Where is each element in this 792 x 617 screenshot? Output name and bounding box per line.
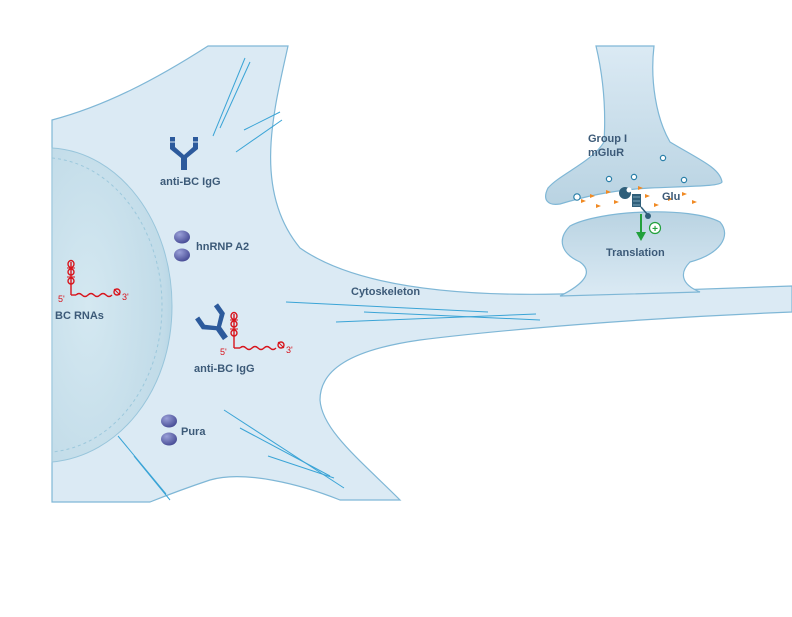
label-bc-rnas: BC RNAs xyxy=(55,310,104,322)
antibody-icon-top xyxy=(170,137,198,170)
presynaptic-terminal xyxy=(545,45,723,205)
nuclear-envelope xyxy=(51,157,163,453)
glutamate-molecules xyxy=(581,186,697,208)
pura-proteins-icon xyxy=(161,414,177,446)
bc-rna-icon-mid xyxy=(230,311,285,351)
postsynaptic-spine xyxy=(559,211,726,297)
plus-icon: + xyxy=(648,221,662,235)
label-hnrnp-a2: hnRNP A2 xyxy=(196,241,249,253)
label-translation: Translation xyxy=(606,247,665,259)
label-anti-bc-igg-top: anti-BC IgG xyxy=(160,176,221,188)
bc-rna-icon-left xyxy=(67,259,121,298)
rna-five-prime-left: 5' xyxy=(58,294,65,304)
label-anti-bc-igg-mid: anti-BC IgG xyxy=(194,363,255,375)
rna-five-prime-mid: 5' xyxy=(220,347,227,357)
label-group-i: Group I xyxy=(588,133,627,145)
rna-three-prime-left: 3' xyxy=(122,292,129,302)
translation-arrow-icon xyxy=(636,214,646,241)
mglur-receptor-icon xyxy=(619,187,651,219)
label-cytoskeleton: Cytoskeleton xyxy=(351,286,420,298)
nucleus xyxy=(51,147,173,463)
rna-three-prime-mid: 3' xyxy=(286,345,293,355)
label-glu: Glu xyxy=(662,191,680,203)
hnrnp-a2-proteins-icon xyxy=(174,230,190,262)
cytoskeleton-filaments xyxy=(117,57,541,501)
svg-text:+: + xyxy=(652,224,658,235)
synaptic-vesicles xyxy=(573,154,688,201)
label-pura: Pura xyxy=(181,426,206,438)
antibody-icon-mid xyxy=(195,303,228,341)
cell-body xyxy=(51,45,792,503)
label-mglur: mGluR xyxy=(588,147,624,159)
